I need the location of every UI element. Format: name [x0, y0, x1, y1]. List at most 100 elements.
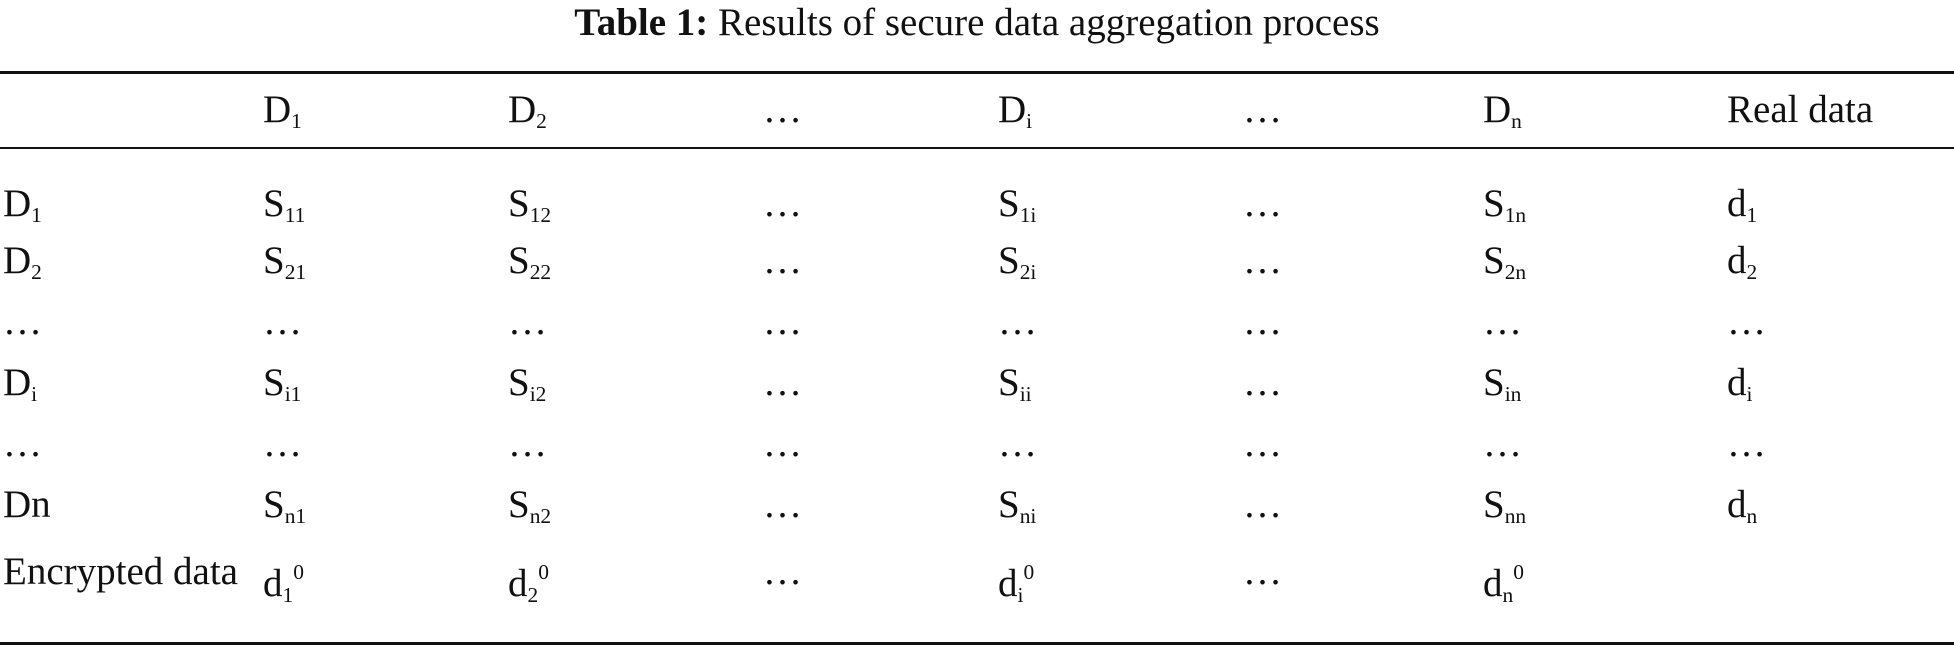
- row-0-cell-2: S12: [505, 167, 760, 238]
- cell-subscript: n: [1746, 504, 1758, 528]
- table-caption: Table 1: Results of secure data aggregat…: [0, 0, 1954, 46]
- cell-text: …: [1483, 300, 1526, 343]
- cell-base: D: [998, 88, 1027, 131]
- cell-base: S: [998, 182, 1020, 225]
- cell-text: di0: [998, 560, 1034, 607]
- cell-text: …: [508, 300, 551, 343]
- cell-text: …: [763, 361, 806, 404]
- header-cell-2: D2: [505, 0, 760, 167]
- cell-subscript: i: [1026, 109, 1033, 133]
- cell-base: Encrypted data: [3, 550, 238, 593]
- cell-subscript: i1: [284, 382, 302, 406]
- header-cell-6: Dn: [1480, 0, 1724, 167]
- cell-base: S: [1483, 361, 1505, 404]
- row-5-cell-0: Dn: [0, 482, 260, 543]
- cell-text: Snn: [1483, 483, 1527, 528]
- cell-text: Si1: [263, 361, 302, 406]
- cell-base: …: [763, 550, 806, 593]
- cell-base: S: [508, 239, 530, 282]
- header-cell-7: Real data: [1724, 0, 1954, 167]
- cell-subscript: 2: [536, 109, 547, 133]
- cell-base: …: [1243, 550, 1286, 593]
- row-0-cell-6: S1n: [1480, 167, 1724, 238]
- cell-text: …: [763, 550, 806, 593]
- table-caption-title: Results of secure data aggregation proce…: [718, 1, 1380, 44]
- row-1-cell-3: …: [760, 238, 995, 299]
- row-6-cell-3: …: [760, 543, 995, 616]
- cell-text: D1: [3, 182, 42, 227]
- row-4-cell-0: …: [0, 421, 260, 482]
- cell-text: dn0: [1483, 560, 1524, 608]
- cell-base: S: [998, 361, 1020, 404]
- cell-base: …: [763, 483, 806, 526]
- header-cell-4: Di: [995, 0, 1240, 167]
- cell-text: D1: [263, 88, 302, 133]
- row-6-cell-4: di0: [995, 543, 1240, 616]
- cell-base: S: [1483, 483, 1505, 526]
- cell-text: …: [3, 422, 46, 465]
- cell-subscript: ni: [1019, 504, 1037, 528]
- row-4-cell-7: …: [1724, 421, 1954, 482]
- header-cell-0: [0, 0, 260, 167]
- cell-base: d: [1727, 239, 1747, 282]
- cell-text: dn: [1727, 483, 1758, 528]
- cell-base: …: [763, 239, 806, 282]
- row-0-cell-5: …: [1240, 167, 1480, 238]
- cell-base: S: [998, 239, 1020, 282]
- cell-base: …: [1243, 88, 1286, 131]
- cell-base: S: [1483, 182, 1505, 225]
- cell-text: S1i: [998, 182, 1036, 227]
- cell-text: Real data: [1727, 88, 1873, 131]
- cell-base: …: [263, 422, 306, 465]
- cell-subscript: nn: [1504, 504, 1527, 528]
- table-row: … … …… …… … …: [0, 421, 1954, 482]
- row-5-cell-4: Sni: [995, 482, 1240, 543]
- cell-text: d10: [263, 560, 304, 607]
- row-4-cell-6: …: [1480, 421, 1724, 482]
- cell-base: …: [263, 300, 306, 343]
- cell-subscript: 1: [291, 109, 302, 133]
- row-6-cell-2: d20: [505, 543, 760, 616]
- table-header-rule: [0, 147, 1954, 149]
- row-1-cell-0: D2: [0, 238, 260, 299]
- cell-base: …: [1243, 483, 1286, 526]
- row-2-cell-2: …: [505, 299, 760, 360]
- row-3-cell-7: di: [1724, 360, 1954, 421]
- cell-subscript: 12: [529, 203, 552, 227]
- table-caption-label: Table 1:: [574, 1, 709, 44]
- cell-subscript: 22: [529, 260, 552, 284]
- row-4-cell-1: …: [260, 421, 505, 482]
- cell-text: …: [263, 422, 306, 465]
- cell-text: …: [1483, 422, 1526, 465]
- cell-subscript: 2: [31, 260, 42, 284]
- cell-subscript: 2: [1746, 260, 1758, 284]
- cell-text: …: [1727, 422, 1770, 465]
- cell-base: …: [3, 300, 46, 343]
- cell-subscript: n: [1502, 583, 1514, 608]
- cell-base: …: [998, 300, 1041, 343]
- row-4-cell-5: …: [1240, 421, 1480, 482]
- cell-base: …: [763, 88, 806, 131]
- cell-text: S22: [508, 239, 552, 284]
- cell-subscript: n2: [529, 504, 552, 528]
- row-3-cell-1: Si1: [260, 360, 505, 421]
- cell-text: …: [763, 300, 806, 343]
- cell-text: …: [763, 422, 806, 465]
- cell-base: …: [508, 422, 551, 465]
- row-1-cell-6: S2n: [1480, 238, 1724, 299]
- row-0-cell-3: …: [760, 167, 995, 238]
- cell-text: Dn: [1483, 88, 1522, 133]
- cell-base: D: [3, 182, 32, 225]
- cell-text: …: [508, 422, 551, 465]
- cell-text: S21: [263, 239, 306, 284]
- cell-base: d: [508, 562, 528, 606]
- cell-text: D2: [508, 88, 547, 133]
- cell-subscript: 1: [1746, 203, 1758, 227]
- header-cell-5: …: [1240, 0, 1480, 167]
- cell-subscript: ii: [1019, 382, 1032, 406]
- cell-base: …: [1243, 239, 1286, 282]
